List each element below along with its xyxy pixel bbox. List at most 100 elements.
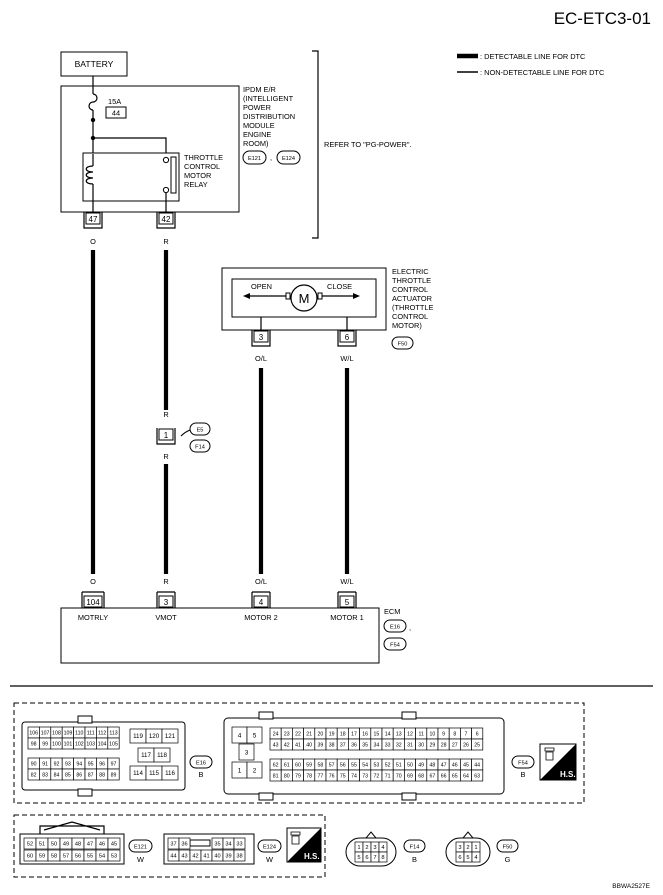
ipdm-label-line: MODULE — [243, 121, 275, 130]
pin-number: 58 — [318, 762, 324, 768]
pin-number: 98 — [31, 741, 37, 747]
connector-pin — [238, 743, 255, 761]
connector-tag-e124-view — [257, 839, 282, 853]
pin-number: 15 — [374, 731, 380, 737]
pin-number: 99 — [42, 741, 48, 747]
pin-number: 37 — [340, 742, 346, 748]
ecm-box — [60, 607, 380, 664]
fuse-icon — [88, 93, 98, 111]
pin-number: 78 — [306, 773, 312, 779]
ecm-terminal-4 — [253, 595, 269, 608]
wire-color-label: R — [163, 237, 168, 246]
close-label: CLOSE — [327, 282, 352, 291]
terminal-47 — [85, 212, 101, 225]
pin-number: 105 — [109, 741, 118, 747]
pin-number: 12 — [407, 731, 413, 737]
connector-tag-e16 — [383, 619, 407, 633]
connector-tag-e121-view — [128, 839, 153, 853]
svg-text:F50: F50 — [398, 342, 408, 348]
connector-tag-f50-view — [496, 839, 519, 853]
pin-number: 4 — [474, 855, 478, 861]
pin-number: 112 — [98, 730, 106, 736]
pin-number: 33 — [236, 842, 242, 848]
pin-number: 33 — [385, 742, 391, 748]
svg-text:W/L: W/L — [340, 354, 353, 363]
pin-number: 29 — [430, 742, 436, 748]
pin-number: 61 — [284, 762, 290, 768]
pin-number: 85 — [65, 772, 71, 778]
svg-text:4: 4 — [259, 598, 264, 607]
connector-pin — [161, 765, 179, 781]
pin-number: 96 — [99, 761, 105, 767]
ipdm-label-line: (INTELLIGENT — [243, 94, 294, 103]
harness-side-icon: H.S. — [539, 743, 577, 781]
pin-number: 109 — [64, 730, 73, 736]
svg-text:H.S.: H.S. — [304, 852, 320, 861]
pin-number: 86 — [76, 772, 82, 778]
pin-number: 116 — [165, 770, 175, 777]
pin-number: 70 — [396, 773, 402, 779]
pin-number: 77 — [318, 773, 324, 779]
svg-text:B: B — [412, 855, 417, 864]
actuator-label-line: ELECTRIC — [392, 267, 429, 276]
pin-number: 26 — [463, 742, 469, 748]
reference-code: BBWA2527E — [612, 883, 650, 890]
pin-number: 35 — [214, 842, 220, 848]
svg-text:ELECTRIC THROTTLE CONT: ELECTRIC THROTTLE CONTROL ACTUATOR (THRO… — [392, 267, 436, 330]
pin-number: 48 — [75, 842, 81, 848]
pin-number: 38 — [236, 854, 242, 860]
pin-number: 14 — [385, 731, 391, 737]
fuse-number-box — [105, 106, 127, 119]
connector-pin — [471, 769, 484, 782]
pin-number: 79 — [295, 773, 301, 779]
connector-pin — [246, 726, 263, 744]
pin-number: 71 — [385, 773, 391, 779]
pin-number: 6 — [476, 731, 479, 737]
pin-number: 6 — [458, 855, 461, 861]
legend: : DETECTABLE LINE FOR DTC : NON-DETECTAB… — [457, 52, 605, 77]
pin-number: 60 — [295, 762, 301, 768]
svg-text:E16: E16 — [196, 761, 206, 767]
pin-number: 7 — [465, 731, 468, 737]
pin-number: 76 — [329, 773, 335, 779]
pin-number: 5 — [466, 855, 469, 861]
ipdm-label-line: ENGINE — [243, 130, 271, 139]
pin-number: 69 — [407, 773, 413, 779]
pin-number: 119 — [133, 733, 143, 740]
svg-text:R: R — [163, 410, 168, 419]
pin-number: 20 — [318, 731, 324, 737]
relay-box — [82, 152, 180, 202]
pin-number: 88 — [99, 772, 105, 778]
page-id: EC-ETC3-01 — [554, 9, 651, 28]
pin-number: 87 — [88, 772, 94, 778]
pin-number: 9 — [442, 731, 445, 737]
pin-number: 46 — [452, 762, 458, 768]
svg-text:F14: F14 — [195, 445, 205, 451]
battery-label: BATTERY — [75, 59, 114, 69]
pin-number: 72 — [374, 773, 380, 779]
pin-number: 64 — [463, 773, 469, 779]
connector-tag-e16-view — [189, 755, 213, 769]
pin-number: 45 — [463, 762, 469, 768]
actuator-label-line: (THROTTLE — [392, 303, 434, 312]
connector-pin — [233, 849, 246, 862]
svg-text:W: W — [137, 855, 144, 864]
relay-switch-icon — [170, 156, 177, 194]
pin-number: 52 — [385, 762, 391, 768]
connector-tag-e5 — [189, 422, 211, 436]
pin-number: 47 — [87, 842, 93, 848]
refer-text: REFER TO "PG-POWER". — [324, 140, 412, 149]
connector-pin — [107, 837, 121, 850]
svg-text:B: B — [199, 770, 204, 779]
svg-text:F14: F14 — [410, 845, 420, 851]
svg-text:E121: E121 — [248, 156, 261, 162]
connector-pin — [471, 851, 481, 863]
pin-number: 51 — [39, 842, 45, 848]
svg-text:42: 42 — [162, 215, 171, 224]
refer-bracket — [312, 50, 319, 239]
ecm-terminals: 104 MOTRLY 3 VMOT 4 MOTOR 2 5 MOTOR 1 — [78, 591, 364, 622]
relay-label-line: RELAY — [184, 180, 208, 189]
svg-text:MOTOR 2: MOTOR 2 — [244, 613, 278, 622]
pin-number: 40 — [214, 854, 220, 860]
svg-text:R: R — [163, 577, 168, 586]
